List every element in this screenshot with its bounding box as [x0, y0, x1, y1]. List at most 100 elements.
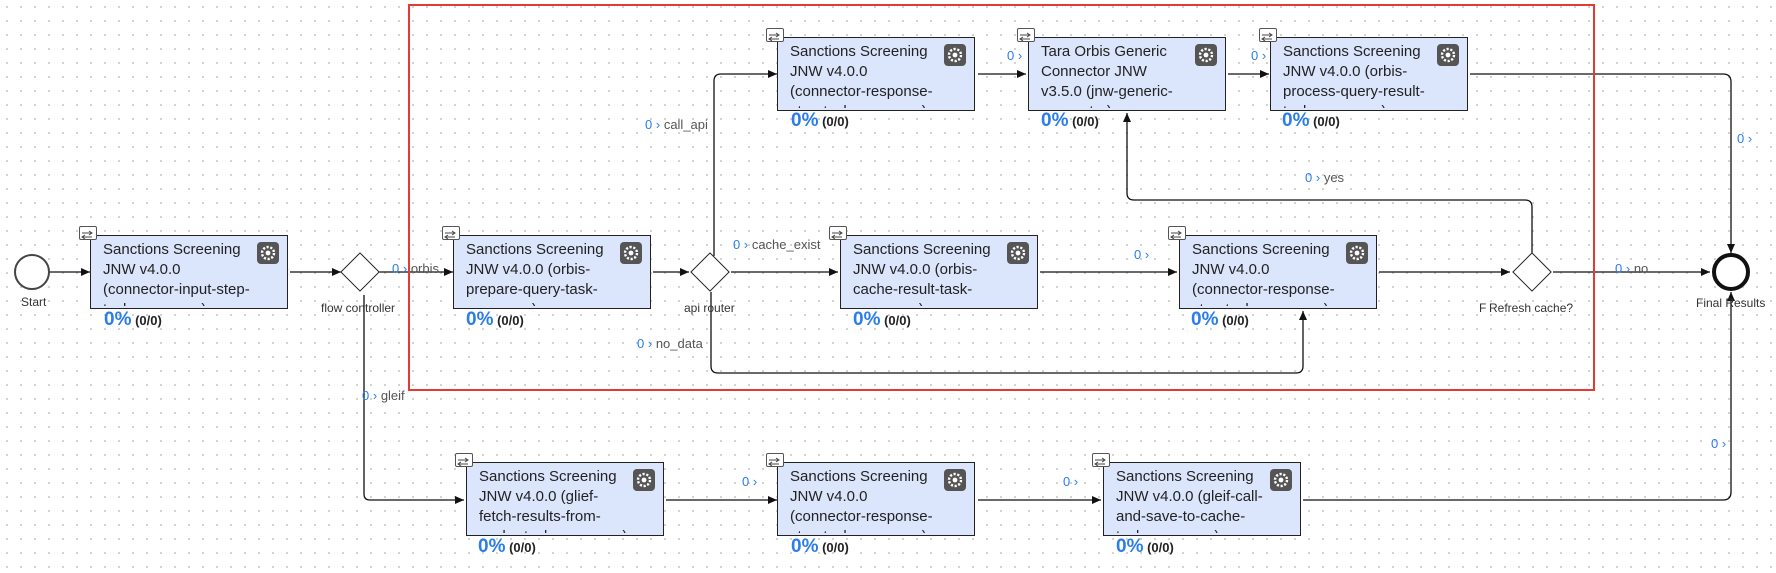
gear-icon[interactable] — [1270, 469, 1292, 491]
edge-label-orbis: 0 › orbis — [392, 261, 439, 276]
edge-no-data — [710, 292, 1307, 374]
gear-icon[interactable] — [944, 469, 966, 491]
edge-label-t6-t7: 0 › — [1134, 247, 1150, 262]
edge-gleif — [363, 295, 464, 504]
edge-condition: orbis — [410, 261, 439, 276]
edge-t5-end — [1470, 73, 1735, 253]
service-task-icon — [1259, 28, 1277, 42]
task-percent: 0% — [478, 536, 506, 557]
edge-count: 0 — [1615, 261, 1623, 276]
task-gleif-call-and-save[interactable]: Sanctions Screening JNW v4.0.0 (gleif-ca… — [1092, 453, 1301, 536]
task-name: Sanctions Screening JNW v4.0.0 (connecto… — [1192, 241, 1335, 306]
edge-count: 0 — [1737, 131, 1745, 146]
edge-condition: cache_exist — [751, 237, 821, 252]
gear-icon[interactable] — [257, 242, 279, 264]
edge-call-api — [713, 70, 777, 256]
edge-count: 0 — [1134, 247, 1142, 262]
task-orbis-prepare-query[interactable]: Sanctions Screening JNW v4.0.0 (orbis-pr… — [442, 226, 651, 309]
edge-yes — [1123, 113, 1533, 254]
refresh-cache-label: Refresh cache? — [1489, 301, 1574, 315]
task-stats: 0% (0/0) — [791, 110, 849, 132]
refresh-cache-prefix: F — [1479, 301, 1487, 315]
edge-count: 0 — [392, 261, 400, 276]
gear-icon[interactable] — [620, 242, 642, 264]
end-event[interactable] — [1712, 253, 1750, 291]
task-count: (0/0) — [509, 540, 536, 555]
edge-count: 0 — [1305, 170, 1313, 185]
task-stats: 0% (0/0) — [1282, 110, 1340, 132]
service-task-icon — [766, 28, 784, 42]
task-stats: 0% (0/0) — [853, 309, 911, 331]
task-name: Sanctions Screening JNW v4.0.0 (orbis-pr… — [466, 241, 604, 306]
task-count: (0/0) — [1222, 313, 1249, 328]
task-glief-fetch-results[interactable]: Sanctions Screening JNW v4.0.0 (glief-fe… — [455, 453, 664, 536]
flow-controller-label: flow controller — [321, 301, 396, 315]
edge-condition: no_data — [655, 336, 703, 351]
task-stats: 0% (0/0) — [478, 536, 536, 558]
task-count: (0/0) — [884, 313, 911, 328]
selection-highlight — [408, 4, 1595, 391]
edge-count: 0 — [1711, 436, 1719, 451]
task-connector-response-top[interactable]: Sanctions Screening JNW v4.0.0 (connecto… — [766, 28, 975, 111]
edge-label-t9-t10: 0 › — [1063, 474, 1079, 489]
edge-count: 0 — [637, 336, 645, 351]
edge-label-t5-end: 0 › — [1737, 131, 1753, 146]
task-stats: 0% (0/0) — [1191, 309, 1249, 331]
edge-count: 0 — [733, 237, 741, 252]
gear-icon[interactable] — [1346, 242, 1368, 264]
edge-label-t10-end: 0 › — [1711, 436, 1727, 451]
end-label: Final Results — [1696, 296, 1766, 310]
edge-label-yes: 0 › yes — [1305, 170, 1345, 185]
edge-label-cache-exist: 0 › cache_exist — [733, 237, 821, 252]
edge-condition: no — [1633, 261, 1649, 276]
task-orbis-cache-result[interactable]: Sanctions Screening JNW v4.0.0 (orbis-ca… — [829, 226, 1038, 309]
edge-condition: call_api — [663, 117, 708, 132]
edge-count: 0 — [1007, 48, 1015, 63]
task-name: Tara Orbis Generic Connector JNW v3.5.0 … — [1041, 43, 1173, 108]
service-task-icon — [79, 226, 97, 240]
service-task-icon — [829, 226, 847, 240]
edge-count: 0 — [742, 474, 750, 489]
task-percent: 0% — [1041, 110, 1069, 131]
task-connector-response-bottom[interactable]: Sanctions Screening JNW v4.0.0 (connecto… — [766, 453, 975, 536]
gear-icon[interactable] — [1007, 242, 1029, 264]
task-percent: 0% — [853, 309, 881, 330]
edge-label-call-api: 0 › call_api — [645, 117, 708, 132]
start-event[interactable] — [14, 254, 50, 290]
gear-icon[interactable] — [633, 469, 655, 491]
task-name: Sanctions Screening JNW v4.0.0 (glief-fe… — [479, 468, 627, 533]
edge-label-no-data: 0 › no_data — [637, 336, 703, 351]
task-name: Sanctions Screening JNW v4.0.0 (connecto… — [103, 241, 250, 306]
task-count: (0/0) — [822, 114, 849, 129]
task-count: (0/0) — [1313, 114, 1340, 129]
service-task-icon — [766, 453, 784, 467]
service-task-icon — [442, 226, 460, 240]
edge-label-t3-t4: 0 › — [1007, 48, 1023, 63]
task-stats: 0% (0/0) — [791, 536, 849, 558]
task-percent: 0% — [104, 309, 132, 330]
gear-icon[interactable] — [1195, 44, 1217, 66]
task-name: Sanctions Screening JNW v4.0.0 (connecto… — [790, 468, 933, 533]
edge-condition: yes — [1323, 170, 1345, 185]
task-count: (0/0) — [822, 540, 849, 555]
task-percent: 0% — [1282, 110, 1310, 131]
task-count: (0/0) — [1072, 114, 1099, 129]
gear-icon[interactable] — [944, 44, 966, 66]
service-task-icon — [1017, 28, 1035, 42]
task-percent: 0% — [1116, 536, 1144, 557]
task-connector-input[interactable]: Sanctions Screening JNW v4.0.0 (connecto… — [79, 226, 288, 309]
task-tara-orbis-connector[interactable]: Tara Orbis Generic Connector JNW v3.5.0 … — [1017, 28, 1226, 111]
task-stats: 0% (0/0) — [466, 309, 524, 331]
edge-count: 0 — [1063, 474, 1071, 489]
gear-icon[interactable] — [1437, 44, 1459, 66]
task-percent: 0% — [791, 536, 819, 557]
api-router-label: api router — [684, 301, 735, 315]
task-name: Sanctions Screening JNW v4.0.0 (orbis-pr… — [1283, 43, 1425, 108]
start-label: Start — [21, 295, 47, 309]
edge-t10-end — [1303, 292, 1735, 501]
task-orbis-process-query-result[interactable]: Sanctions Screening JNW v4.0.0 (orbis-pr… — [1259, 28, 1468, 111]
edge-count: 0 — [645, 117, 653, 132]
task-connector-response-middle[interactable]: Sanctions Screening JNW v4.0.0 (connecto… — [1168, 226, 1377, 309]
task-percent: 0% — [791, 110, 819, 131]
